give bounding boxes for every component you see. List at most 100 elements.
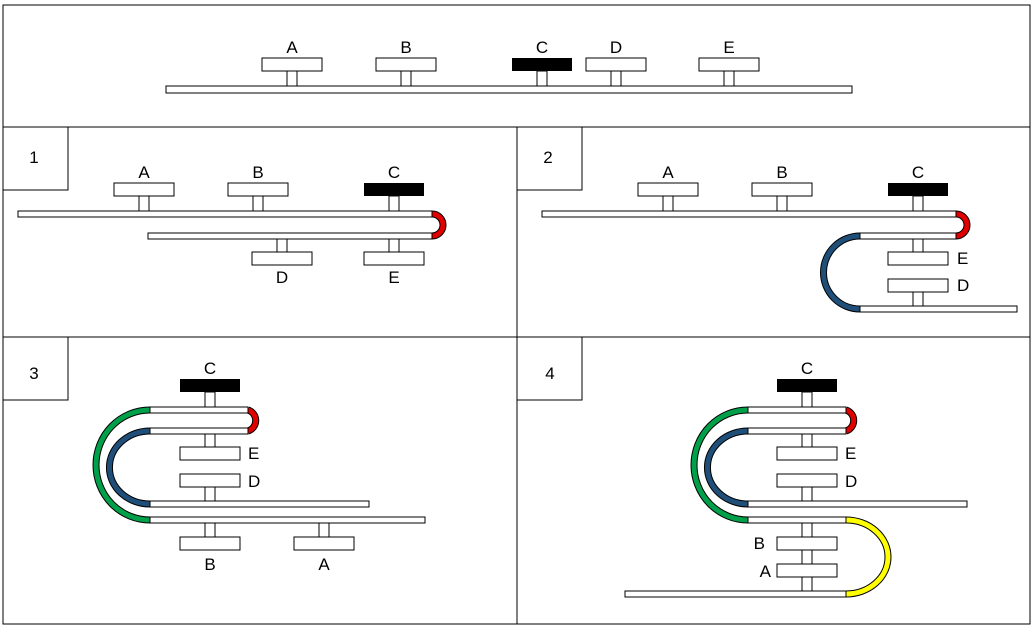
panel-2-upper-strand xyxy=(541,210,957,218)
p1-block-a xyxy=(113,182,175,197)
p2-stem-a xyxy=(662,195,674,212)
p1-block-c xyxy=(364,183,424,196)
top-block-a xyxy=(261,57,323,72)
panel-3-green-loop xyxy=(93,407,151,523)
panel-4-yellow-loop-outline xyxy=(845,516,892,598)
p1-label-e: E xyxy=(388,268,399,287)
panel-3-strand-2 xyxy=(149,427,249,435)
p4-label-d: D xyxy=(845,472,857,491)
p3-stem-c xyxy=(204,391,216,408)
p4-stem-d xyxy=(801,486,813,502)
p3-block-d xyxy=(179,473,241,488)
p4-block-a xyxy=(776,563,838,578)
p4-block-e xyxy=(776,446,838,461)
p4-stem-e xyxy=(801,433,813,448)
panel-3-number-box xyxy=(2,336,69,401)
p2-label-a: A xyxy=(662,163,674,182)
top-block-d xyxy=(585,57,647,72)
p1-block-d xyxy=(251,251,313,266)
p1-label-d: D xyxy=(276,268,288,287)
p4-stem-ba xyxy=(801,549,813,565)
panel-4-strand-5 xyxy=(624,590,847,598)
top-backbone xyxy=(165,85,853,94)
p4-label-a: A xyxy=(760,562,772,581)
panel-1-number-box xyxy=(2,126,69,191)
p4-stem-b xyxy=(801,522,813,538)
top-block-b xyxy=(375,57,437,72)
p1-stem-a xyxy=(138,195,150,212)
p3-stem-d xyxy=(204,486,216,502)
panel-3-blue-loop-outline xyxy=(106,427,151,508)
p1-label-a: A xyxy=(138,163,150,182)
top-stem-c xyxy=(536,70,548,87)
p3-label-c: C xyxy=(204,359,216,378)
panel-4-number-box xyxy=(516,336,583,401)
panel-2-strand: A B C E D xyxy=(541,163,1018,313)
panel-2-red-loop xyxy=(955,211,970,239)
panel-4-strand-1 xyxy=(747,406,847,414)
panel-4-red-loop xyxy=(845,407,857,434)
panel-3-strand-1 xyxy=(149,406,249,414)
p3-block-b xyxy=(179,536,241,551)
top-block-e xyxy=(698,57,760,72)
panel-2-blue-loop xyxy=(821,233,861,312)
p4-label-e: E xyxy=(845,444,856,463)
p1-stem-e xyxy=(388,238,400,253)
p3-block-a xyxy=(293,536,355,551)
top-label-a: A xyxy=(286,38,298,57)
p2-label-c: C xyxy=(912,163,924,182)
panel-2-middle-strand xyxy=(859,232,957,240)
panel-4-blue-loop xyxy=(705,428,749,507)
top-label-e: E xyxy=(723,38,734,57)
p2-stem-c xyxy=(912,195,924,212)
p3-block-e xyxy=(179,446,241,461)
panel-1-red-loop xyxy=(431,211,446,239)
top-stem-e xyxy=(723,70,735,87)
p2-block-a xyxy=(637,182,699,197)
p3-stem-b xyxy=(204,522,216,538)
p4-block-d xyxy=(776,473,838,488)
panel-4-strand-2 xyxy=(747,427,847,435)
top-stem-b xyxy=(400,70,412,87)
top-stem-a xyxy=(286,70,298,87)
top-stem-d xyxy=(610,70,622,87)
panel-4-border xyxy=(516,336,1031,625)
p3-label-d: D xyxy=(248,472,260,491)
panel-2-number-box xyxy=(516,126,583,191)
panel-3-strand-3 xyxy=(149,500,370,508)
p4-block-c xyxy=(777,379,837,392)
p1-stem-c xyxy=(388,195,400,212)
p4-label-c: C xyxy=(801,359,813,378)
p3-label-e: E xyxy=(248,444,259,463)
top-strand: A B C D E xyxy=(165,38,853,94)
p2-label-e: E xyxy=(957,249,968,268)
p2-block-c xyxy=(888,183,948,196)
top-label-d: D xyxy=(610,38,622,57)
panel-4-number: 4 xyxy=(545,364,554,383)
top-block-c xyxy=(512,58,572,71)
p2-stem-b xyxy=(776,195,788,212)
top-label-c: C xyxy=(536,38,548,57)
panel-4-yellow-loop xyxy=(845,517,891,597)
panel-1-strand: A B C D E xyxy=(17,163,447,287)
p3-block-c xyxy=(180,379,240,392)
p2-block-e xyxy=(887,251,949,266)
p2-label-d: D xyxy=(957,276,969,295)
p2-block-d xyxy=(887,278,949,293)
p4-block-b xyxy=(776,536,838,551)
panel-1-lower-strand xyxy=(147,232,433,240)
p1-block-e xyxy=(363,251,425,266)
p1-stem-b xyxy=(252,195,264,212)
p2-label-b: B xyxy=(776,163,787,182)
panel-3-number: 3 xyxy=(29,364,38,383)
p4-label-b: B xyxy=(754,534,765,553)
panel-2-blue-loop-outline xyxy=(820,232,861,313)
p3-label-b: B xyxy=(204,555,215,574)
p4-stem-a xyxy=(801,576,813,592)
p2-block-b xyxy=(751,182,813,197)
p1-label-b: B xyxy=(252,163,263,182)
panel-4-strand-3 xyxy=(747,500,968,508)
panel-3-strand: C E D B A xyxy=(92,359,426,574)
panel-1-number: 1 xyxy=(29,148,38,167)
